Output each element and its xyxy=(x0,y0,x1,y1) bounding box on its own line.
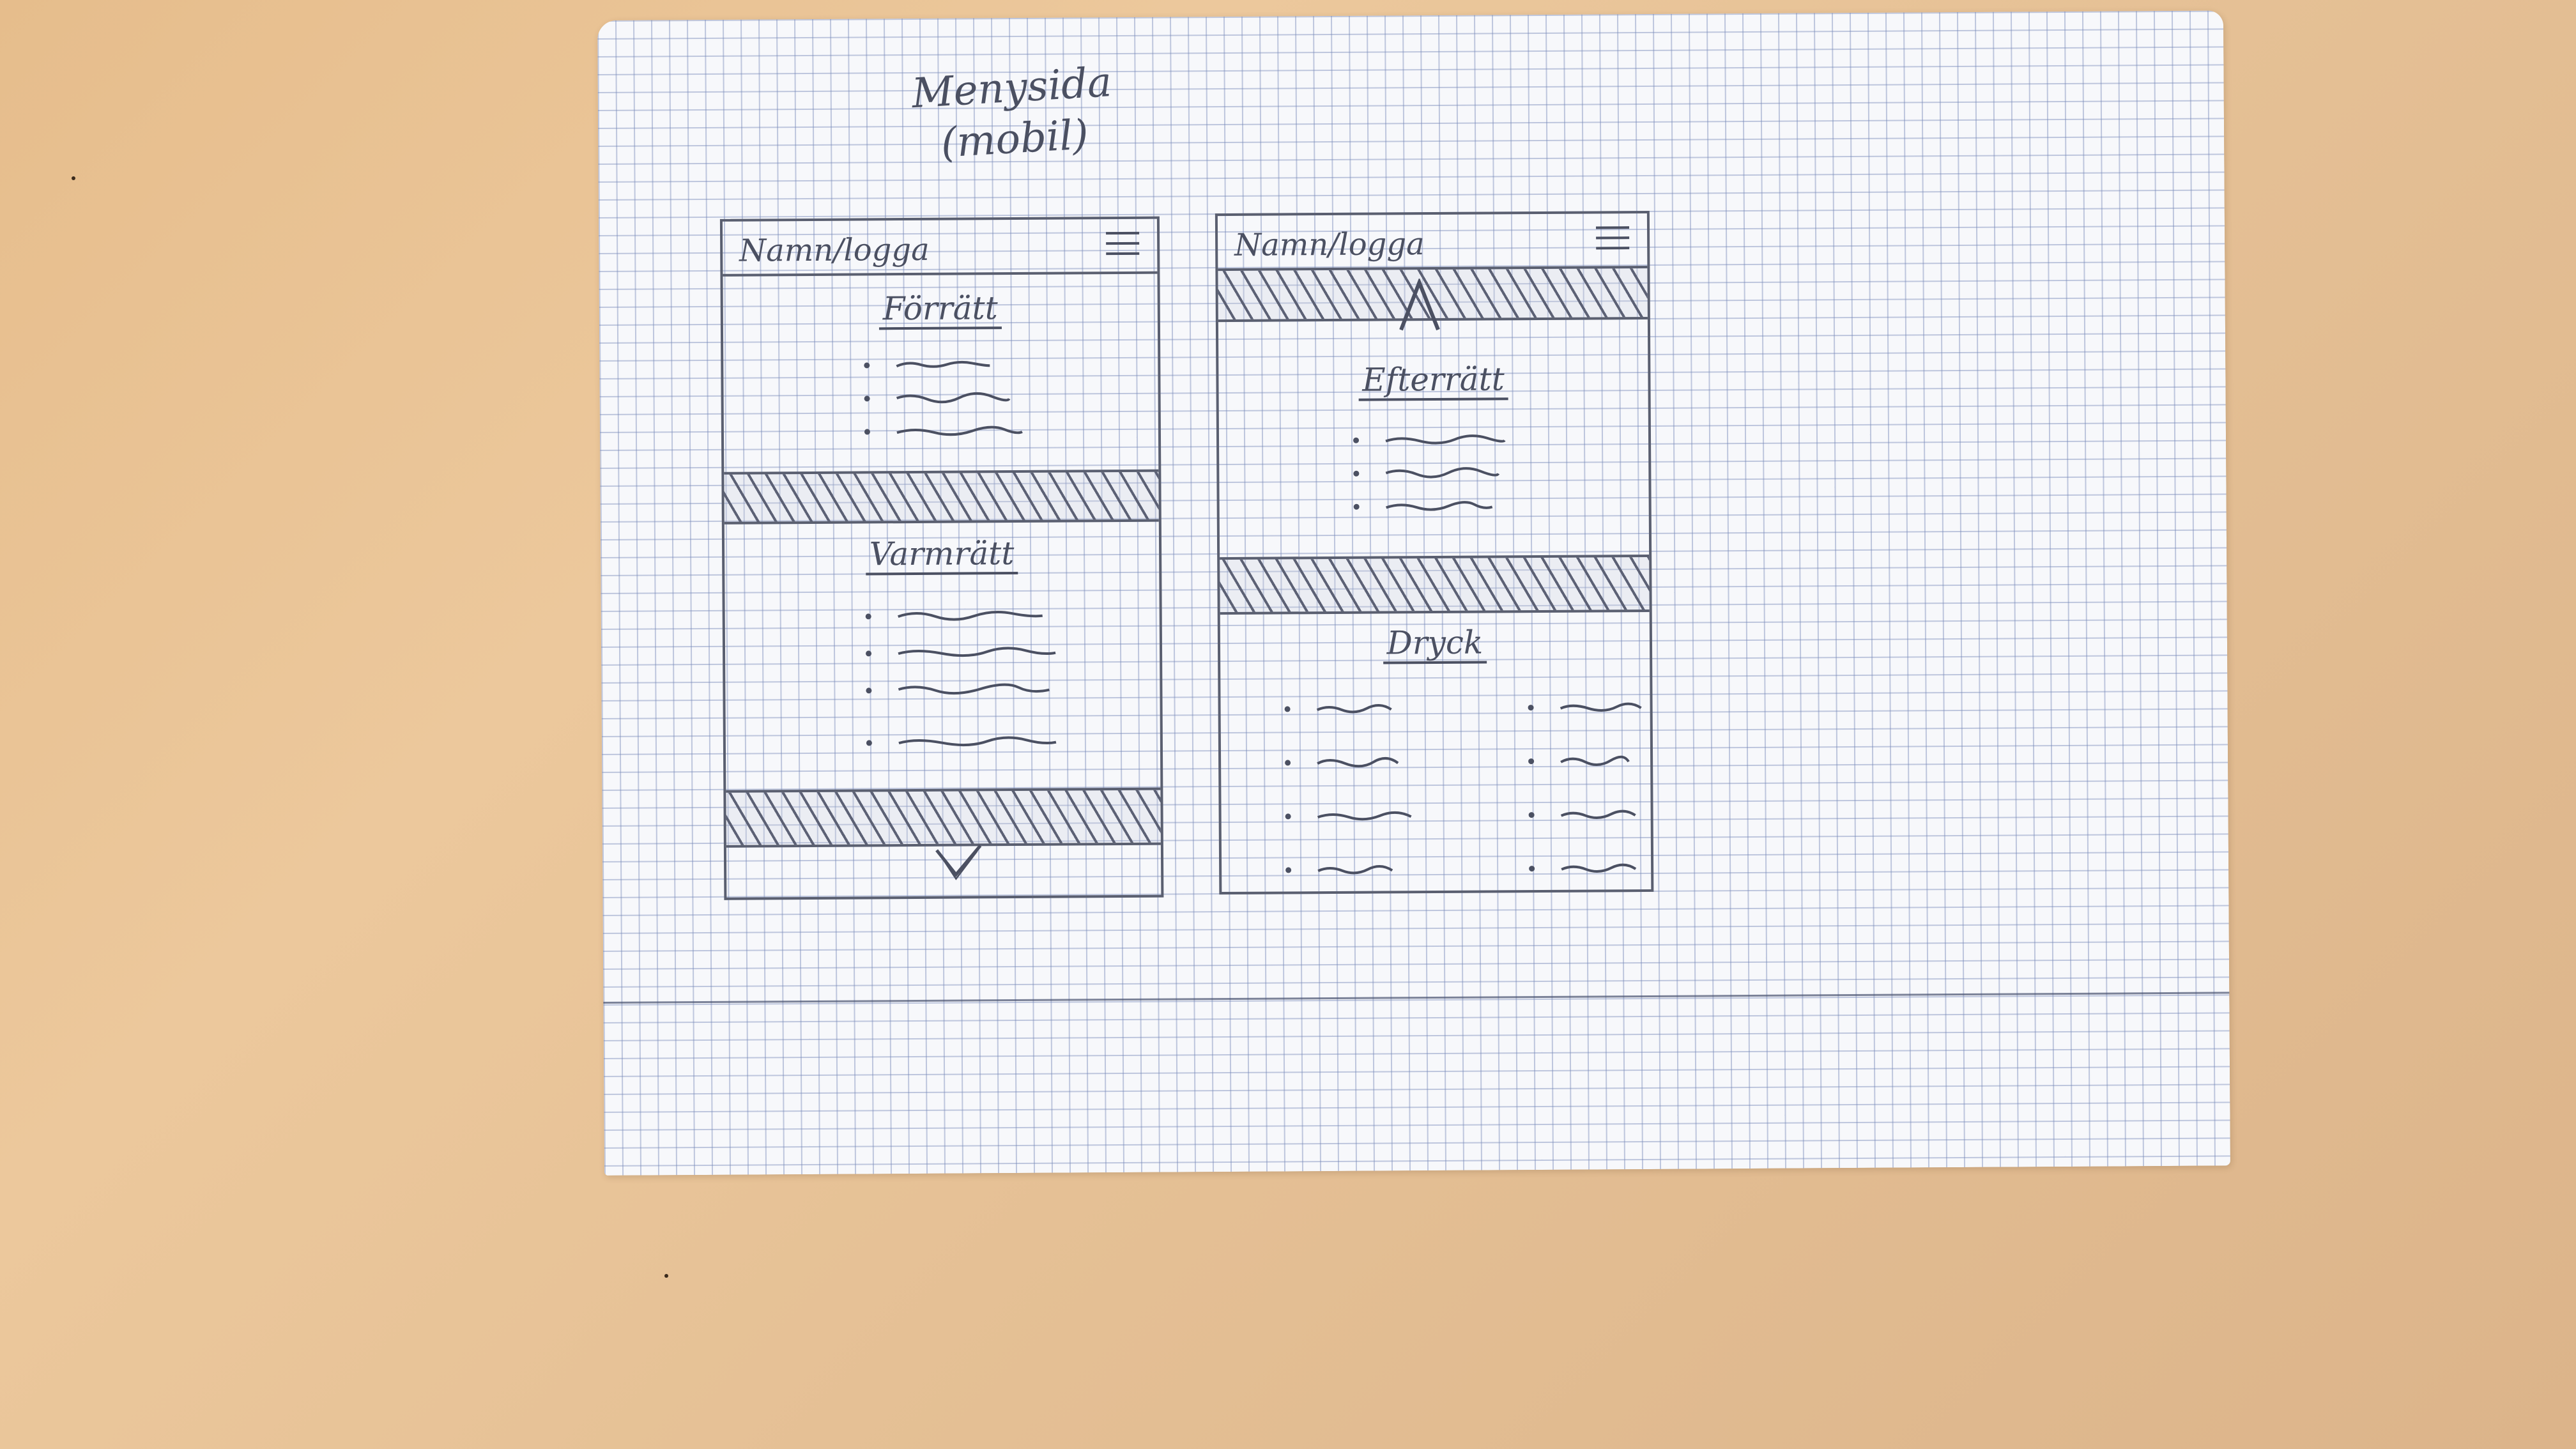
bullet-icon xyxy=(864,395,870,401)
section-title-forratt: Förrätt xyxy=(723,288,1158,330)
hamburger-icon[interactable] xyxy=(1106,231,1140,260)
placeholder-text-squiggle xyxy=(1317,756,1399,768)
image-banner-placeholder xyxy=(724,469,1159,525)
section-title-varmratt: Varmrätt xyxy=(724,533,1159,576)
bullet-icon xyxy=(864,362,870,368)
chevron-up-icon[interactable] xyxy=(1397,278,1442,332)
list-item xyxy=(1528,680,1643,734)
header-bar: Namn/logga xyxy=(1217,213,1648,272)
list-item xyxy=(1353,422,1506,456)
sheet-title: Menysida (mobil) xyxy=(877,55,1151,172)
section-title-dryck: Dryck xyxy=(1220,622,1650,664)
bullet-icon xyxy=(1285,759,1291,765)
bullet-icon xyxy=(1353,503,1360,510)
section-title-efterratt: Efterrätt xyxy=(1218,359,1648,401)
fold-line xyxy=(603,992,2230,1004)
bullet-icon xyxy=(1528,758,1535,764)
placeholder-text-squiggle xyxy=(898,647,1056,657)
bullet-icon xyxy=(1353,437,1360,443)
placeholder-text-squiggle xyxy=(1317,865,1393,875)
bullet-icon xyxy=(1284,705,1291,712)
placeholder-text-squiggle xyxy=(896,425,1023,436)
phone-screen-2: Namn/logga Efterrätt xyxy=(1215,210,1654,896)
dish-list-efterratt xyxy=(1353,422,1506,523)
section-title-text: Dryck xyxy=(1383,624,1487,664)
header-bar: Namn/logga xyxy=(722,218,1158,277)
bullet-icon xyxy=(1285,866,1292,873)
placeholder-text-squiggle xyxy=(1385,434,1506,445)
list-item xyxy=(1285,735,1413,789)
list-item xyxy=(1284,681,1412,735)
placeholder-text-squiggle xyxy=(1317,811,1412,821)
placeholder-text-squiggle xyxy=(896,392,1011,404)
bullet-icon xyxy=(866,739,872,746)
list-item xyxy=(1285,788,1413,843)
bullet-icon xyxy=(865,613,871,619)
section-title-text: Efterrätt xyxy=(1358,360,1508,401)
bullet-icon xyxy=(866,687,872,693)
list-item xyxy=(1353,456,1506,489)
section-title-text: Förrätt xyxy=(878,289,1002,330)
list-item xyxy=(1529,841,1644,895)
drink-list xyxy=(1284,680,1643,896)
phone-screen-1: Namn/logga Förrätt Varmrätt xyxy=(719,216,1164,900)
bullet-icon xyxy=(866,650,872,656)
placeholder-text-squiggle xyxy=(1560,702,1642,712)
logo-text[interactable]: Namn/logga xyxy=(739,231,930,269)
list-item xyxy=(864,348,1023,382)
placeholder-text-squiggle xyxy=(1560,809,1636,819)
grid-paper-sheet: Menysida (mobil) Namn/logga Förrätt xyxy=(597,10,2230,1176)
chevron-down-icon[interactable] xyxy=(924,843,982,889)
bullet-icon xyxy=(864,428,870,434)
dish-list-varmratt xyxy=(865,597,1058,762)
placeholder-text-squiggle xyxy=(1561,863,1637,873)
drink-column-right xyxy=(1528,680,1643,895)
placeholder-text-squiggle xyxy=(1316,704,1392,714)
placeholder-text-squiggle xyxy=(1386,501,1493,511)
logo-text[interactable]: Namn/logga xyxy=(1234,226,1425,263)
dish-list-forratt xyxy=(864,348,1023,448)
list-item xyxy=(1353,489,1506,523)
placeholder-text-squiggle xyxy=(898,683,1050,695)
desk-speck xyxy=(664,1274,668,1278)
placeholder-text-squiggle xyxy=(898,736,1057,747)
list-item xyxy=(864,381,1023,415)
list-item xyxy=(866,634,1057,672)
image-banner-placeholder xyxy=(1220,554,1650,615)
list-item xyxy=(1528,733,1643,788)
bullet-icon xyxy=(1529,865,1535,871)
placeholder-text-squiggle xyxy=(1385,467,1500,479)
placeholder-text-squiggle xyxy=(1560,755,1630,766)
bullet-icon xyxy=(1528,704,1534,710)
bullet-icon xyxy=(1353,470,1360,477)
list-item xyxy=(866,723,1057,762)
section-title-text: Varmrätt xyxy=(865,534,1018,576)
desk-speck xyxy=(72,176,75,180)
list-item xyxy=(1285,842,1413,896)
bullet-icon xyxy=(1528,811,1535,818)
drink-column-left xyxy=(1284,681,1413,896)
list-item xyxy=(865,597,1057,635)
list-item xyxy=(1528,787,1643,841)
list-item xyxy=(864,414,1023,448)
hamburger-icon[interactable] xyxy=(1595,226,1630,254)
placeholder-text-squiggle xyxy=(898,610,1043,621)
list-item xyxy=(866,671,1057,709)
image-banner-placeholder xyxy=(726,787,1161,848)
bullet-icon xyxy=(1285,813,1291,819)
placeholder-text-squiggle xyxy=(896,360,990,368)
